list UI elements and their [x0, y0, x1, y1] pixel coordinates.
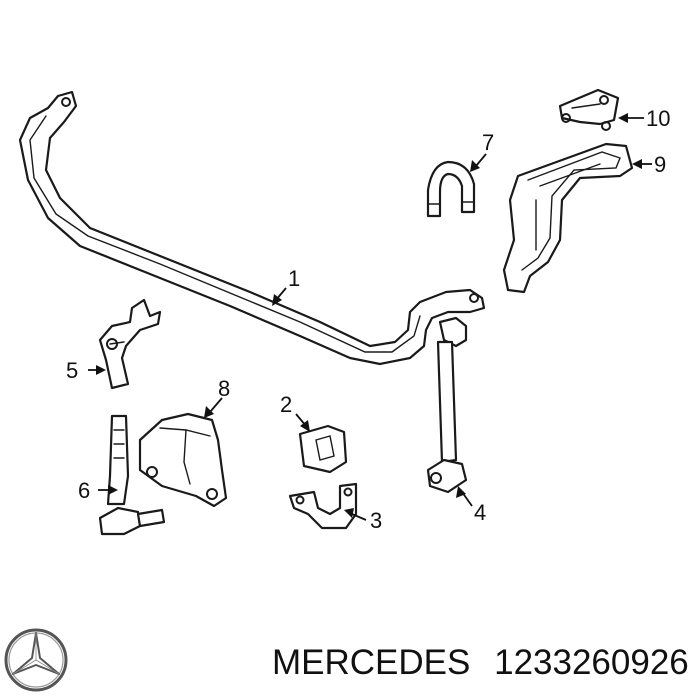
u-clamp — [426, 160, 476, 218]
rubber-bushing — [298, 424, 348, 474]
bushing-clamp — [288, 482, 358, 530]
callout-6: 6 — [78, 478, 90, 503]
callout-3: 3 — [370, 508, 382, 533]
brand-name: MERCEDES — [272, 643, 471, 682]
part-caption: MERCEDES 1233260926 — [272, 641, 696, 685]
vertical-link — [426, 316, 468, 494]
callout-leaders — [88, 113, 652, 521]
cover-plate — [502, 142, 634, 294]
callout-1: 1 — [288, 266, 300, 291]
callout-10: 10 — [646, 106, 670, 131]
stabilizer-bar — [18, 90, 486, 366]
mercedes-star-icon — [4, 628, 68, 692]
stabilizer-link — [98, 414, 166, 536]
callout-8: 8 — [218, 376, 230, 401]
link-bracket — [98, 298, 162, 390]
bearing-housing — [138, 412, 228, 508]
part-number: 1233260926 — [494, 643, 689, 682]
callout-4: 4 — [474, 500, 486, 525]
callout-5: 5 — [66, 358, 78, 383]
callout-7: 7 — [482, 130, 494, 155]
callout-2: 2 — [280, 392, 292, 417]
mounting-plate — [558, 88, 620, 131]
callout-9: 9 — [654, 152, 666, 177]
